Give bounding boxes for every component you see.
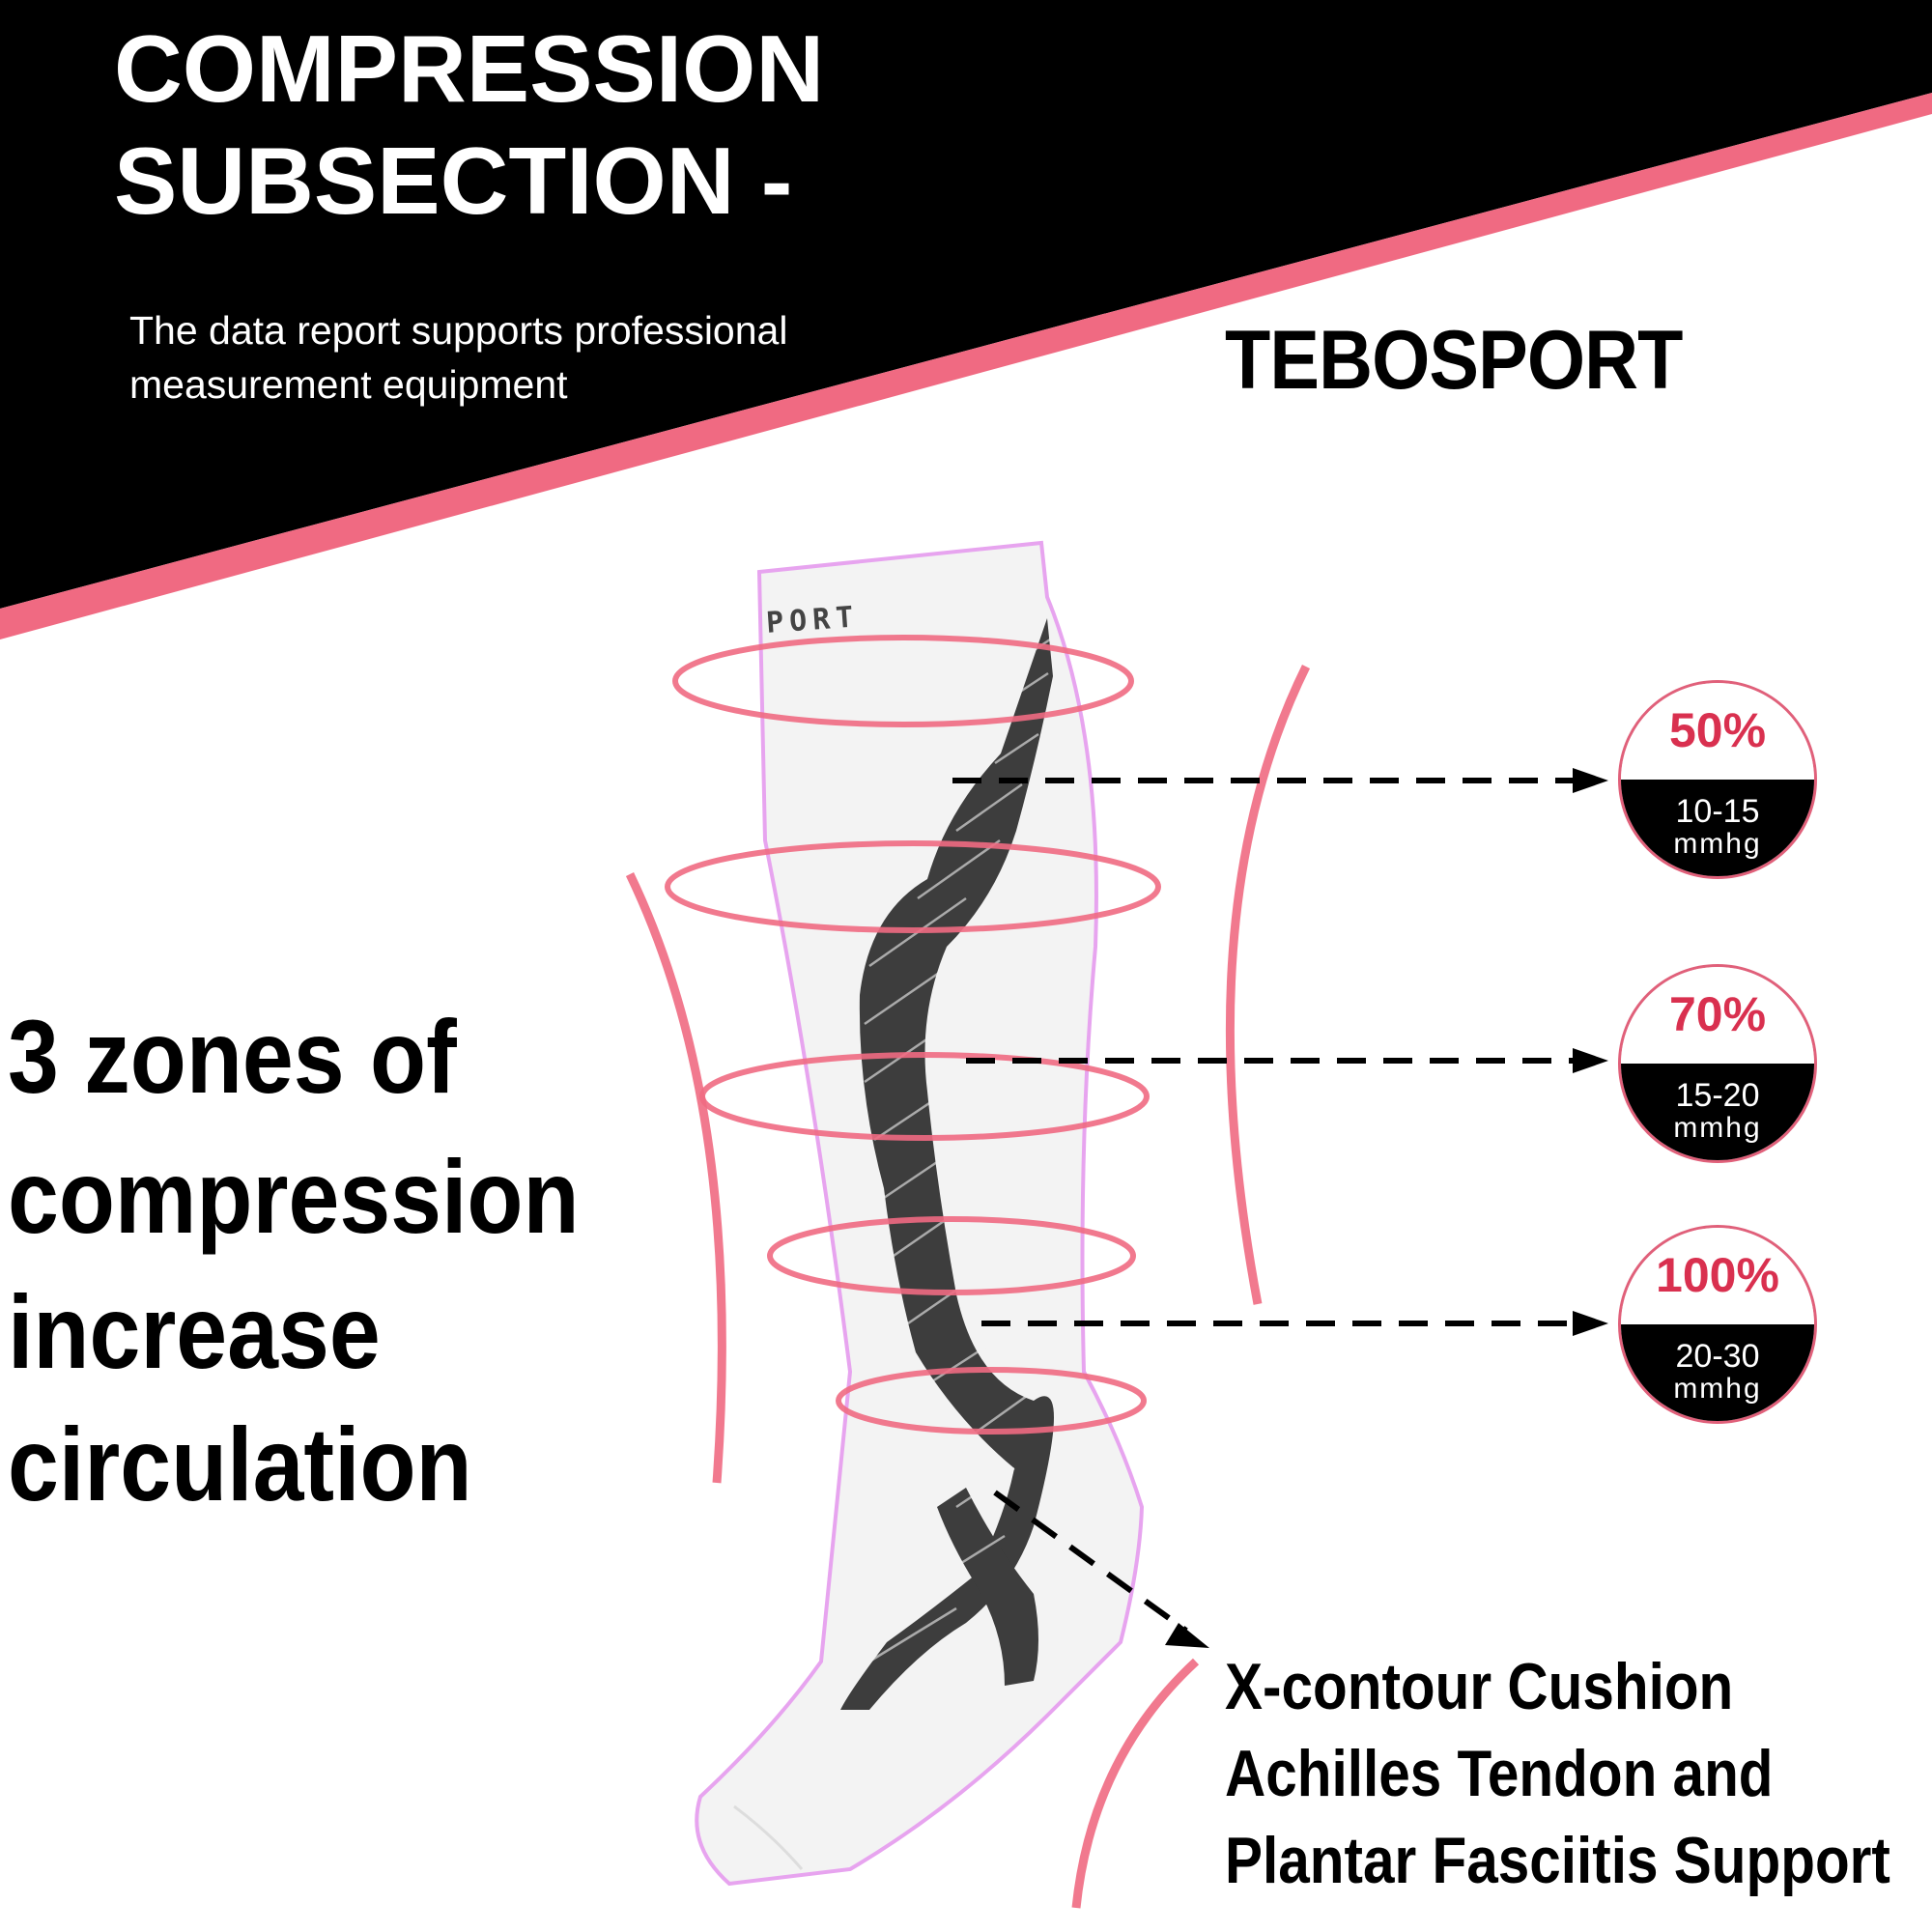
feature-text-line3: Plantar Fasciitis Support <box>1225 1824 1890 1897</box>
black-banner-shape <box>0 0 1932 609</box>
arrow-head-50 <box>1573 768 1608 793</box>
zones-text-line4: circulation <box>8 1406 472 1522</box>
badge-top-half <box>1621 683 1814 780</box>
badge-percent: 50% <box>1668 703 1767 757</box>
compression-ring-1 <box>672 635 1134 727</box>
badge-bottom-half <box>1621 780 1814 876</box>
compression-badge-50: 50% 10-15 mmhg <box>1618 680 1817 879</box>
badge-pressure-range: 20-30 <box>1675 1338 1760 1375</box>
arrow-heads <box>1165 768 1608 1648</box>
zones-text-line1: 3 zones of <box>8 998 457 1115</box>
arrow-head-100 <box>1573 1311 1608 1336</box>
compression-ring-5 <box>836 1367 1147 1435</box>
sock-print-text: PORT <box>765 600 860 640</box>
zones-text-line2: compression <box>8 1138 580 1255</box>
page-title-line1: COMPRESSION <box>114 15 825 122</box>
left-compression-curve <box>625 872 726 1484</box>
lower-compression-curve <box>1071 1658 1200 1909</box>
page-title-line2: SUBSECTION - <box>114 128 793 234</box>
pink-stripe <box>0 93 1932 639</box>
sock-dark-band <box>840 618 1054 1710</box>
badge-bottom-half <box>1621 1064 1814 1160</box>
badge-percent: 100% <box>1656 1248 1779 1302</box>
brand-name: TEBOSPORT <box>1225 314 1683 407</box>
sock-stripe-texture <box>864 636 1054 1663</box>
sock-toe-seam <box>733 1804 804 1870</box>
feature-text-line1: X-contour Cushion <box>1225 1650 1734 1723</box>
feature-text-line2: Achilles Tendon and <box>1225 1737 1774 1810</box>
badge-bottom-half <box>1621 1324 1814 1421</box>
compression-badge-100: 100% 20-30 mmhg <box>1618 1225 1817 1424</box>
badge-unit: mmhg <box>1673 1112 1762 1144</box>
badge-unit: mmhg <box>1673 828 1762 860</box>
right-compression-curve <box>1225 665 1311 1305</box>
badge-pressure-range: 15-20 <box>1675 1077 1760 1114</box>
compression-ring-4 <box>767 1216 1136 1295</box>
pointer-arrows <box>952 778 1575 1634</box>
badge-top-half <box>1621 967 1814 1064</box>
arrow-line-cushion <box>993 1490 1188 1634</box>
sock-print-label: PORT <box>765 600 861 640</box>
page-subtitle-line1: The data report supports professional <box>129 308 788 353</box>
badge-percent: 70% <box>1668 987 1767 1041</box>
zones-text-line3: increase <box>8 1273 381 1390</box>
badge-unit: mmhg <box>1673 1373 1762 1405</box>
page-subtitle-line2: measurement equipment <box>129 362 568 407</box>
compression-ring-2 <box>665 840 1161 933</box>
compression-ring-3 <box>699 1052 1150 1141</box>
arrow-head-70 <box>1573 1048 1608 1073</box>
compression-badge-70: 70% 15-20 mmhg <box>1618 964 1817 1163</box>
badge-pressure-range: 10-15 <box>1675 793 1760 830</box>
compression-rings <box>665 635 1161 1435</box>
arrow-head-cushion <box>1165 1623 1209 1648</box>
compression-sock-illustration <box>695 540 1145 1887</box>
badge-top-half <box>1621 1228 1814 1324</box>
sock-heel-band <box>937 1488 1038 1686</box>
